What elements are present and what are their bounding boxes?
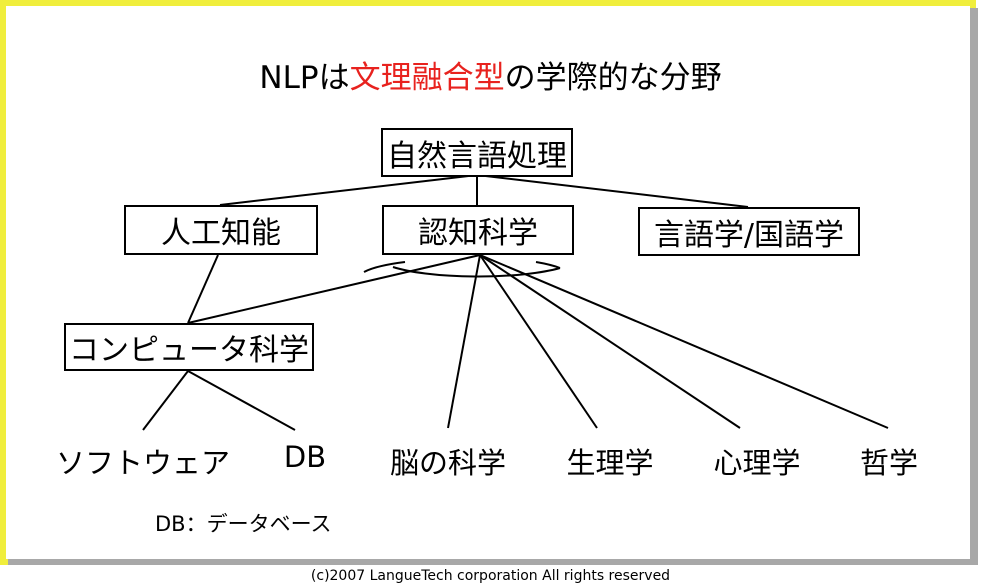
- diagram-frame: [0, 0, 976, 565]
- title-highlight: 文理融合型: [349, 60, 505, 96]
- edge-cogsci-cs: [187, 254, 481, 324]
- leaf-philosophy: 哲学: [859, 446, 919, 480]
- grouping-arc-right: [535, 261, 561, 269]
- edge-nlp-linguistics: [476, 174, 749, 208]
- edge-nlp-ai: [219, 174, 478, 206]
- grouping-arc-left: [392, 266, 561, 278]
- edge-ai-cs: [187, 254, 219, 324]
- title-suffix: の学際的な分野: [504, 60, 722, 96]
- db-footnote: DB：データベース: [155, 512, 332, 536]
- edge-cogsci-brain: [447, 254, 481, 429]
- edge-cs-software: [142, 370, 189, 431]
- frame-shadow-bottom: [8, 559, 978, 565]
- node-cs: コンピュータ科学: [64, 323, 314, 371]
- leaf-psychology: 心理学: [713, 446, 801, 480]
- node-linguistics: 言語学/国語学: [638, 207, 860, 256]
- grouping-arc-top: [363, 261, 406, 273]
- node-cogsci: 認知科学: [382, 205, 574, 255]
- frame-shadow-right: [970, 8, 978, 565]
- copyright-notice: (c)2007 LangueTech corporation All right…: [310, 568, 671, 584]
- node-nlp: 自然言語処理: [381, 128, 573, 177]
- page-title: NLPは文理融合型の学際的な分野: [0, 52, 981, 97]
- leaf-brain: 脳の科学: [389, 446, 507, 480]
- leaf-db: DB: [283, 440, 327, 474]
- edge-cogsci-physiology: [479, 254, 598, 429]
- edge-cogsci-psychology: [479, 254, 741, 429]
- node-ai: 人工知能: [124, 205, 318, 255]
- edge-cogsci-philosophy: [479, 254, 889, 429]
- leaf-physiology: 生理学: [566, 446, 654, 480]
- title-prefix: NLPは: [259, 60, 350, 96]
- leaf-software: ソフトウェア: [55, 446, 231, 480]
- edge-cs-db: [187, 370, 296, 431]
